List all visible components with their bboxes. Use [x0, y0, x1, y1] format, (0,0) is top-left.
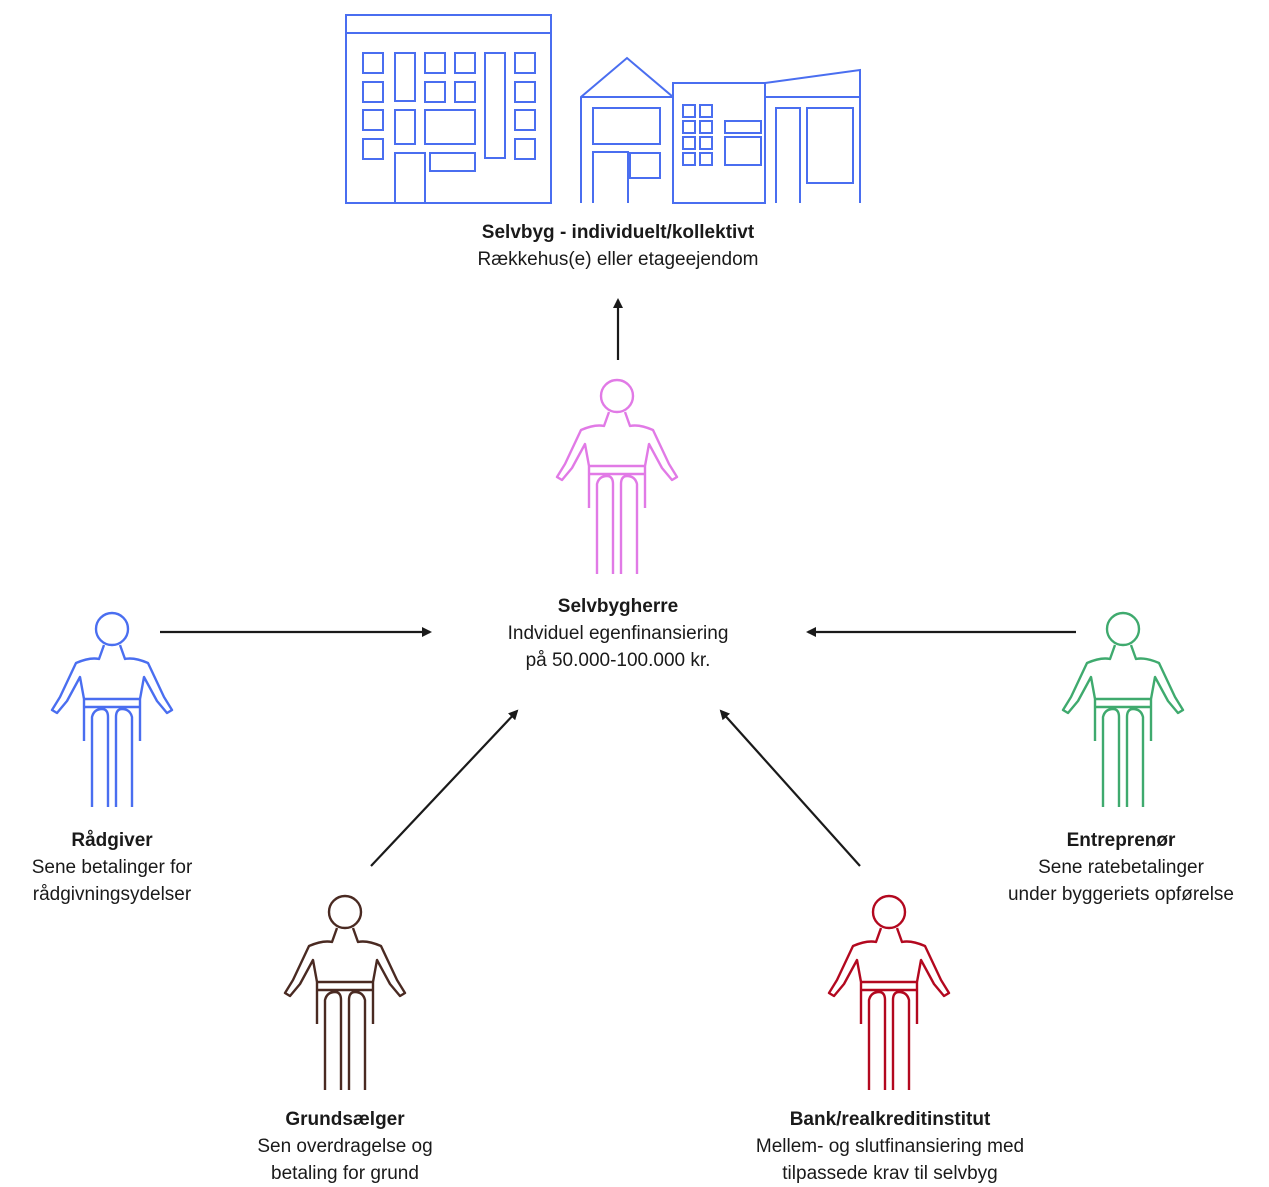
sloped-house [764, 68, 861, 203]
building-title: Selvbyg - individuelt/kollektivt [481, 222, 755, 243]
grundsaelger-title: Grundsælger [285, 1109, 405, 1130]
left-building-roof [345, 14, 552, 34]
grundsaelger-line1: Sen overdragelse og [257, 1136, 433, 1157]
entreprenoer-title: Entreprenør [1066, 830, 1176, 851]
person-grundsaelger [283, 894, 407, 1092]
bank-label: Bank/realkreditinstitut Mellem- og slutf… [690, 1106, 1090, 1187]
entreprenoer-line1: Sene ratebetalinger [1038, 857, 1204, 878]
arrow-grundsaelger-to-selvbygherre [370, 709, 519, 867]
selvbygherre-label: Selvbygherre Indviduel egenfinansiering … [418, 593, 818, 674]
selvbygherre-line1: Indviduel egenfinansiering [507, 623, 729, 644]
person-raadgiver [50, 611, 174, 809]
selvbygherre-title: Selvbygherre [557, 596, 679, 617]
entreprenoer-label: Entreprenør Sene ratebetalinger under by… [973, 827, 1269, 908]
raadgiver-line2: rådgivningsydelser [32, 884, 192, 905]
raadgiver-label: Rådgiver Sene betalinger for rådgivnings… [0, 827, 224, 908]
grundsaelger-line2: betaling for grund [271, 1163, 419, 1184]
bank-title: Bank/realkreditinstitut [789, 1109, 991, 1130]
left-building-body [345, 32, 552, 204]
arrows [160, 298, 1076, 867]
bank-line2: tilpassede krav til selvbyg [782, 1163, 998, 1184]
person-selvbygherre [555, 378, 679, 576]
raadgiver-line1: Sene betalinger for [31, 857, 193, 878]
entreprenoer-line2: under byggeriets opførelse [1007, 884, 1234, 905]
middle-block [672, 82, 766, 204]
person-entreprenoer [1061, 611, 1185, 809]
building-label: Selvbyg - individuelt/kollektivt Rækkehu… [368, 219, 868, 273]
grundsaelger-label: Grundsælger Sen overdragelse og betaling… [195, 1106, 495, 1187]
raadgiver-title: Rådgiver [71, 830, 153, 851]
bank-line1: Mellem- og slutfinansiering med [755, 1136, 1025, 1157]
person-bank [827, 894, 951, 1092]
selvbygherre-line2: på 50.000-100.000 kr. [525, 650, 711, 671]
building-illustration [345, 14, 861, 204]
arrow-bank-to-selvbygherre [719, 709, 861, 867]
building-subtitle: Rækkehus(e) eller etageejendom [477, 249, 759, 270]
